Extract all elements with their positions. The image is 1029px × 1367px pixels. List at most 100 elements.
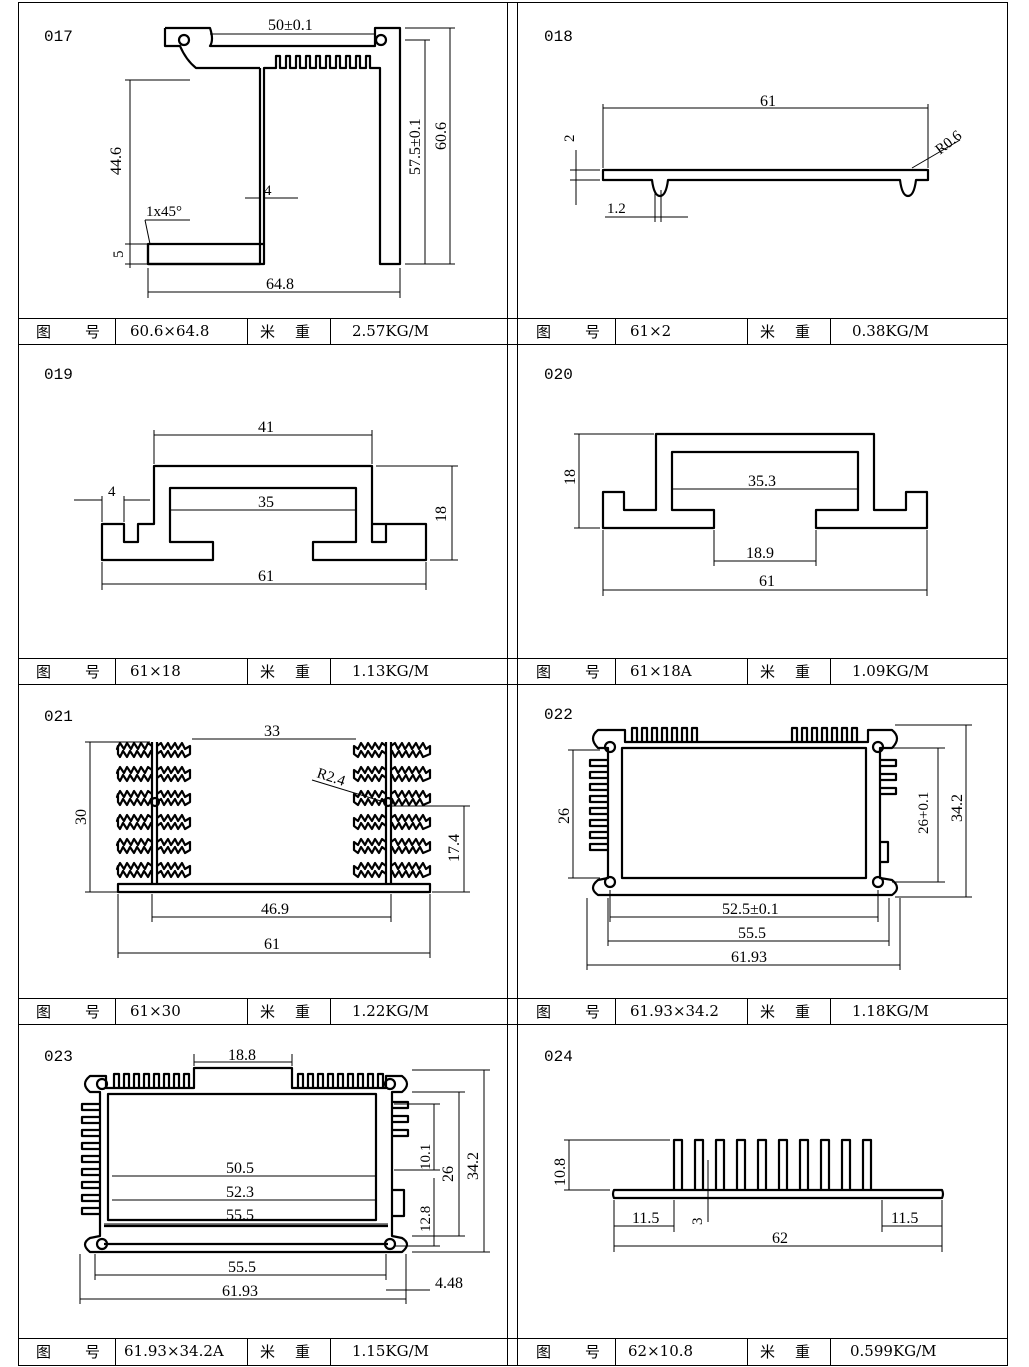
weight-value: 2.57KG/M [352,322,429,340]
heatsink-fin [156,837,192,855]
dim-024-width: 62 [772,1230,788,1247]
profile-id-018: 018 [544,28,573,46]
info-divider [330,998,331,1024]
size-value: 61×18A [630,662,692,680]
heatsink-fin [156,741,192,759]
info-divider [830,658,831,684]
heatsink-fin [389,813,432,831]
dim-023-height: 34.2 [465,1152,482,1180]
profile-id-017: 017 [44,28,73,46]
heatsink-fin [389,837,432,855]
info-divider [247,318,248,344]
profile-id-022: 022 [544,706,573,724]
row-line [18,1338,1008,1339]
info-divider [615,658,616,684]
size-023: 61.93×34.2A [124,1338,224,1364]
top-teeth [630,726,699,742]
weight-017: 2.57KG/M [352,318,429,344]
dim-023-groove-span: 55.5 [228,1259,256,1276]
dim-023-window: 10.1 [418,1144,434,1170]
weight-label-024: 米重 [760,1338,830,1364]
profile-018-outline [601,168,930,198]
dim-022-cavity-height: 26 [556,808,573,824]
info-divider [830,1338,831,1365]
info-divider [115,318,116,344]
row-line [18,998,1008,999]
profile-017-groove [177,33,191,47]
weight-value: 1.15KG/M [352,1342,429,1360]
side-fins [880,758,898,864]
info-divider [830,998,831,1024]
weight-020: 1.09KG/M [852,658,929,684]
dim-022-height: 34.2 [949,794,966,822]
info-divider [615,1338,616,1365]
weight-label-018: 米重 [760,318,830,344]
dim-021-height: 30 [73,809,90,825]
profile-019-outline [100,464,428,562]
weight-023: 1.15KG/M [352,1338,429,1364]
info-divider [615,998,616,1024]
weight-019: 1.13KG/M [352,658,429,684]
info-divider [747,998,748,1024]
dim-020-slot: 18.9 [746,545,774,562]
dim-023-inner-b: 52.3 [226,1184,254,1201]
profile-021-base [116,882,432,894]
dim-017-width: 50±0.1 [268,17,313,34]
profile-id-019: 019 [44,366,73,384]
dim-022-inner-width: 55.5 [738,925,766,942]
heatsink-fin [389,789,432,807]
info-row-019: 图号 [36,658,134,684]
grid-line-top [18,2,1008,3]
dim-020-width: 61 [759,573,775,590]
figure-no-label: 图号 [36,1342,135,1361]
weight-label: 米重 [260,322,331,341]
heatsink-fin [352,861,387,879]
row-line [18,1024,1008,1025]
row-line [18,1365,1008,1366]
figure-no-label: 图号 [36,322,135,341]
heatsink-fin [156,813,192,831]
figure-no-label: 图号 [536,1342,635,1361]
heatsink-fin [156,789,192,807]
profile-id-021: 021 [44,708,73,726]
info-row-024: 图号 [536,1338,634,1364]
profile-023-cavity [106,1092,378,1222]
profile-id-024: 024 [544,1048,573,1066]
info-divider [747,318,748,344]
dim-023-cavity-height: 26 [440,1166,457,1182]
dim-019-height: 18 [433,506,450,522]
profile-021-drawing: 33 R2.4 30 17.4 46.9 61 [73,723,470,958]
figure-no-label: 图号 [536,662,635,681]
profile-022-drawing: 26 26+0.1 34.2 52.5±0.1 55.5 61.93 [556,724,972,970]
dim-022-width: 61.93 [731,949,767,966]
size-018: 61×2 [630,318,671,344]
heatsink-fin [156,861,192,879]
heatsink-fin [115,813,154,831]
weight-label: 米重 [260,1342,331,1361]
row-line [18,684,1008,685]
size-value: 61×2 [630,322,672,340]
dim-022-groove-span: 52.5±0.1 [722,901,779,918]
size-value: 62×10.8 [628,1342,694,1360]
dim-023-offset: 4.48 [435,1275,463,1292]
dim-022-groove-height: 26+0.1 [916,792,932,834]
side-fins [588,758,608,852]
dim-018-thickness: 2 [562,135,578,143]
profile-022-outer [591,728,899,897]
dim-024-height: 10.8 [552,1158,569,1186]
dim-023-width: 61.93 [222,1283,258,1300]
dim-017-inner-height: 57.5±0.1 [407,118,424,175]
heatsink-fin [352,837,387,855]
weight-018: 0.38KG/M [852,318,929,344]
profile-024-base [611,1188,945,1200]
heatsink-fin [352,765,387,783]
info-row-023: 图号 [36,1338,134,1364]
dim-023-lower: 12.8 [418,1206,434,1232]
heatsink-fin [389,765,432,783]
dim-024-thickness: 3 [690,1218,706,1226]
weight-value: 1.09KG/M [852,662,929,680]
profile-023-drawing: 18.8 50.5 52.3 55.5 10.1 26 34.2 12.8 55… [79,1047,490,1304]
top-teeth [296,1072,385,1088]
dim-024-left: 11.5 [632,1210,659,1227]
info-divider [247,998,248,1024]
